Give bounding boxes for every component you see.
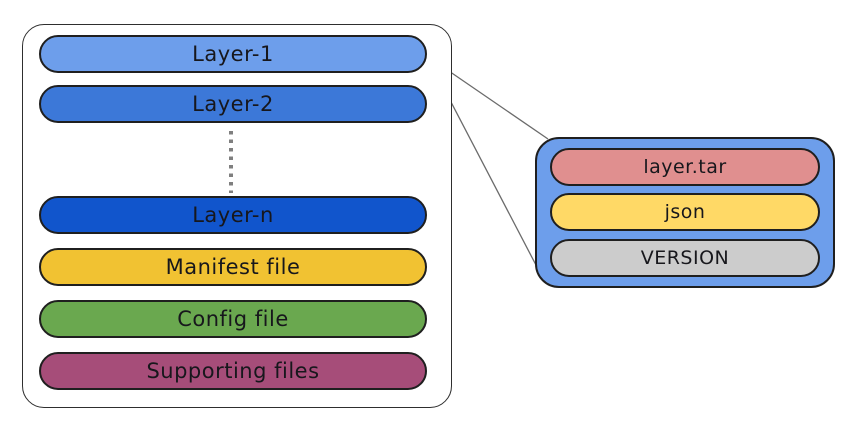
- layer-tar-label: layer.tar: [643, 156, 727, 178]
- config-file-label: Config file: [177, 307, 289, 331]
- json-label: json: [664, 201, 706, 223]
- layer-n-box: Layer-n: [39, 196, 427, 234]
- image-stack-container: Layer-1 Layer-2 Layer-n Manifest file Co…: [22, 24, 452, 408]
- supporting-files-label: Supporting files: [146, 359, 320, 383]
- version-label: VERSION: [640, 247, 730, 269]
- ellipsis-dotted-line: [229, 131, 233, 193]
- version-box: VERSION: [550, 239, 820, 277]
- manifest-file-label: Manifest file: [165, 255, 301, 279]
- layer-1-label: Layer-1: [192, 42, 274, 66]
- supporting-files-box: Supporting files: [39, 352, 427, 390]
- config-file-box: Config file: [39, 300, 427, 338]
- layer-2-box: Layer-2: [39, 85, 427, 123]
- layer-2-label: Layer-2: [192, 92, 274, 116]
- manifest-file-box: Manifest file: [39, 248, 427, 286]
- layer-n-label: Layer-n: [192, 203, 274, 227]
- layer-contents-container: layer.tar json VERSION: [535, 137, 835, 288]
- json-box: json: [550, 193, 820, 231]
- layer-tar-box: layer.tar: [550, 148, 820, 186]
- layer-1-box: Layer-1: [39, 35, 427, 73]
